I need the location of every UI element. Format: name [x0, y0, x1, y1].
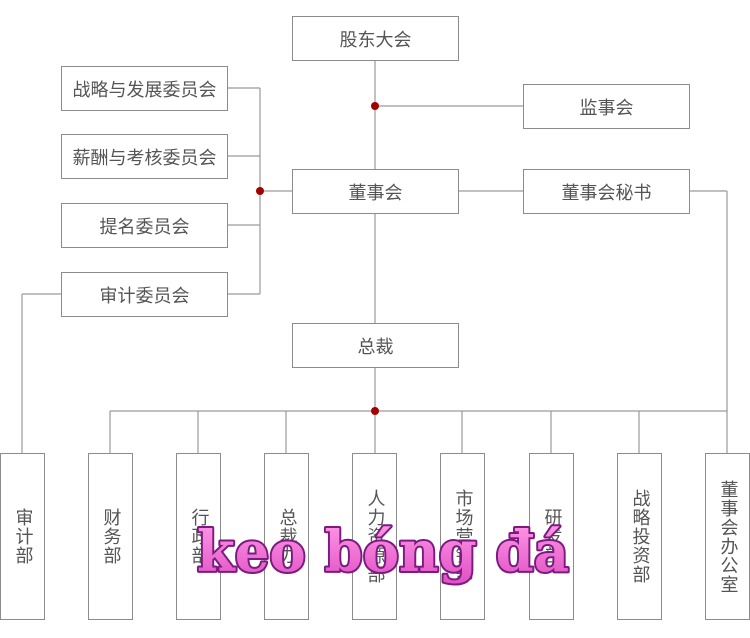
box-label: 研发部 — [541, 508, 563, 565]
department-box: 研发部 — [529, 453, 574, 620]
box-label: 总裁 — [357, 336, 394, 358]
box-label: 薪酬与考核委员会 — [72, 147, 217, 169]
department-box: 董事会办公室 — [705, 453, 750, 620]
department-box: 审计部 — [0, 453, 45, 620]
shareholders-meeting-box: 股东大会 — [292, 16, 459, 61]
junction-dot — [371, 102, 379, 110]
junction-dot — [256, 187, 264, 195]
department-box: 总裁办 — [264, 453, 309, 620]
box-label: 战略与发展委员会 — [72, 79, 217, 101]
box-label: 财务部 — [100, 508, 122, 565]
box-label: 行政部 — [188, 508, 210, 565]
box-label: 董事会办公室 — [717, 479, 739, 594]
junction-dots — [256, 102, 379, 415]
box-label: 总裁办 — [276, 508, 298, 565]
box-label: 战略投资部 — [629, 489, 651, 584]
box-label: 股东大会 — [339, 29, 412, 51]
supervisory-board-box: 监事会 — [523, 84, 690, 129]
department-box: 人力资源部 — [352, 453, 397, 620]
box-label: 市场营销部 — [452, 489, 474, 584]
board-secretary-box: 董事会秘书 — [523, 169, 690, 214]
box-label: 审计部 — [12, 508, 34, 565]
junction-dot — [371, 407, 379, 415]
box-label: 审计委员会 — [99, 285, 190, 307]
department-box: 行政部 — [176, 453, 221, 620]
board-of-directors-box: 董事会 — [292, 169, 459, 214]
committee-box: 战略与发展委员会 — [61, 66, 228, 111]
box-label: 提名委员会 — [99, 216, 190, 238]
department-box: 市场营销部 — [440, 453, 485, 620]
department-box: 战略投资部 — [617, 453, 662, 620]
president-box: 总裁 — [292, 323, 459, 368]
box-label: 人力资源部 — [364, 489, 386, 584]
committee-box: 审计委员会 — [61, 272, 228, 317]
department-box: 财务部 — [88, 453, 133, 620]
box-label: 董事会 — [348, 182, 403, 204]
committee-box: 提名委员会 — [61, 203, 228, 248]
box-label: 监事会 — [579, 97, 634, 119]
committee-box: 薪酬与考核委员会 — [61, 134, 228, 179]
box-label: 董事会秘书 — [561, 182, 652, 204]
